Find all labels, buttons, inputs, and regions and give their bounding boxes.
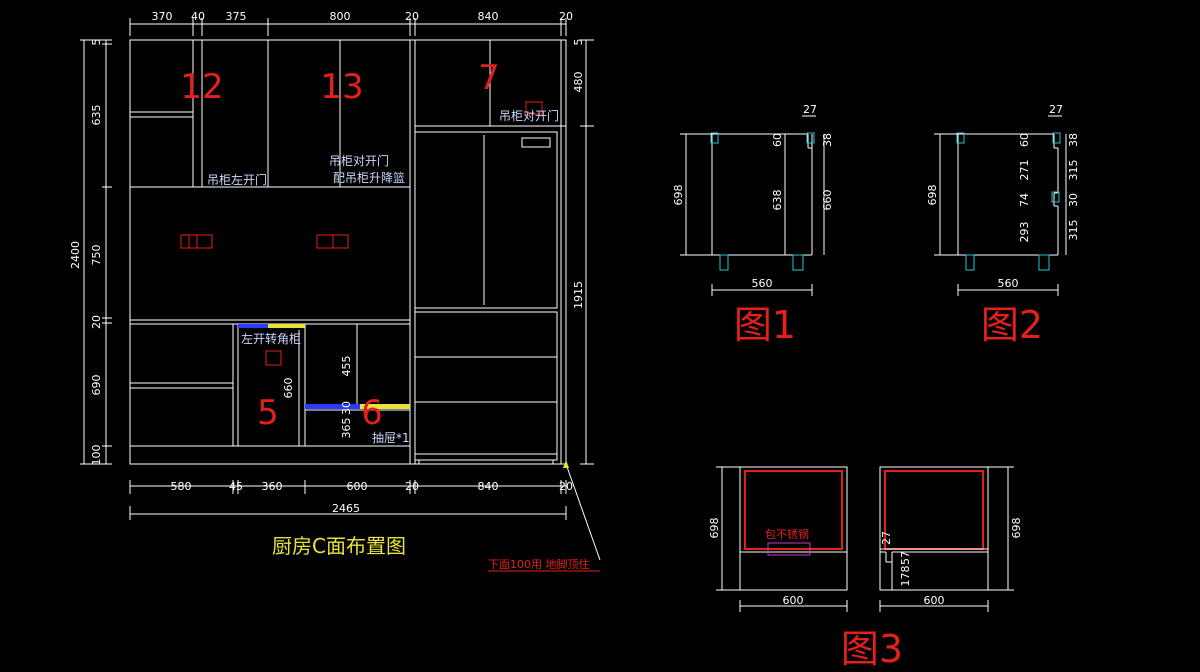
cabinet-number-5: 5 xyxy=(257,393,279,433)
top-dim-2: 40 xyxy=(191,10,205,23)
fig3-d178: 178 xyxy=(899,566,912,587)
fig2-d315b: 315 xyxy=(1067,220,1080,241)
fig2-d315a: 315 xyxy=(1067,160,1080,181)
inner-dim-365: 365 xyxy=(340,418,353,439)
handle-marks xyxy=(180,101,543,366)
fig2-d60: 60 xyxy=(1018,133,1031,147)
drawer-strip-blue xyxy=(305,404,360,409)
right-dim-1915: 1915 xyxy=(572,281,585,309)
figure-1: 698 638 60 38 660 27 560 图1 xyxy=(672,103,834,347)
fig2-d271: 271 xyxy=(1018,160,1031,181)
label-corner-cabinet: 左开转角柜 xyxy=(241,331,301,346)
bottom-dim-7: 20 xyxy=(559,480,573,493)
fig2-top: 27 xyxy=(1049,103,1063,116)
fig1-height: 698 xyxy=(672,185,685,206)
base-cabinets xyxy=(130,324,410,447)
top-dim-1: 370 xyxy=(152,10,173,23)
top-dim-5: 20 xyxy=(405,10,419,23)
refrigerator xyxy=(414,131,558,464)
fig3-left-height: 698 xyxy=(708,518,721,539)
inner-dim-660: 660 xyxy=(282,378,295,399)
main-elevation: 370 40 375 800 20 840 20 5 635 2400 750 … xyxy=(69,10,601,572)
label-wall-left-door: 吊柜左开门 xyxy=(207,172,267,187)
footing-note: 下面100用 地脚顶住 xyxy=(488,557,590,571)
left-dim-690: 690 xyxy=(90,375,103,396)
main-title: 厨房C面布置图 xyxy=(272,534,406,558)
left-dim-635: 635 xyxy=(90,105,103,126)
right-dim-5: 5 xyxy=(572,39,585,46)
corner-strip-yellow xyxy=(238,324,305,328)
fig3-width-2: 600 xyxy=(924,594,945,607)
right-dim-480: 480 xyxy=(572,72,585,93)
fig2-width: 560 xyxy=(998,277,1019,290)
bottom-dim-6: 840 xyxy=(478,480,499,493)
fig3-d27: 27 xyxy=(880,531,893,545)
total-width-dim: 2465 xyxy=(332,502,360,515)
fig1-d60: 60 xyxy=(771,133,784,147)
top-dim-4: 800 xyxy=(330,10,351,23)
fig1-inner: 638 xyxy=(771,190,784,211)
fig1-top: 27 xyxy=(803,103,817,116)
inner-dim-455: 455 xyxy=(340,356,353,377)
bottom-dim-3: 360 xyxy=(262,480,283,493)
bottom-dim-5: 20 xyxy=(405,480,419,493)
label-drawer: 抽屉*1 xyxy=(372,431,410,445)
top-dim-6: 840 xyxy=(478,10,499,23)
left-dim-20: 20 xyxy=(90,315,103,329)
appliance-band xyxy=(130,319,410,325)
fig1-right: 660 xyxy=(821,190,834,211)
fig1-width: 560 xyxy=(752,277,773,290)
figure-3: 包不锈钢 698 600 27 57 178 698 600 图3 xyxy=(708,466,1023,671)
fig2-height: 698 xyxy=(926,185,939,206)
cabinet-number-12: 12 xyxy=(180,67,223,107)
corner-strip-blue xyxy=(238,324,268,328)
fig3-width-1: 600 xyxy=(783,594,804,607)
cabinet-number-7: 7 xyxy=(478,58,500,98)
bottom-dim-2: 45 xyxy=(229,480,243,493)
elevation-outline xyxy=(129,39,567,465)
left-dim-2400: 2400 xyxy=(69,241,82,269)
fig1-title: 图1 xyxy=(734,303,796,347)
label-wall-double-door-7: 吊柜对开门 xyxy=(499,108,559,123)
left-dim-100: 100 xyxy=(90,445,103,466)
top-dim-7: 20 xyxy=(559,10,573,23)
fig2-title: 图2 xyxy=(981,303,1043,347)
figure-2: 698 60 271 74 293 38 315 30 315 27 560 图… xyxy=(926,103,1080,347)
bottom-dim-1: 580 xyxy=(171,480,192,493)
left-dim-5: 5 xyxy=(90,39,103,46)
top-dim-3: 375 xyxy=(226,10,247,23)
fig1-d38: 38 xyxy=(821,133,834,147)
label-lift-basket: 配吊柜升降篮 xyxy=(333,170,405,185)
fig3-label: 包不锈钢 xyxy=(765,528,809,541)
cabinet-number-13: 13 xyxy=(320,67,363,107)
fig3-d57: 57 xyxy=(899,551,912,565)
fig2-d30: 30 xyxy=(1067,193,1080,207)
inner-dim-30: 30 xyxy=(340,401,353,415)
fig2-d74: 74 xyxy=(1018,193,1031,207)
fig2-d293: 293 xyxy=(1018,222,1031,243)
fig3-right-height: 698 xyxy=(1010,518,1023,539)
label-wall-double-door: 吊柜对开门 xyxy=(329,153,389,168)
fig2-d38: 38 xyxy=(1067,133,1080,147)
fig3-title: 图3 xyxy=(841,627,903,671)
cabinet-number-6: 6 xyxy=(361,393,383,433)
bottom-dim-4: 600 xyxy=(347,480,368,493)
left-dim-750: 750 xyxy=(90,245,103,266)
